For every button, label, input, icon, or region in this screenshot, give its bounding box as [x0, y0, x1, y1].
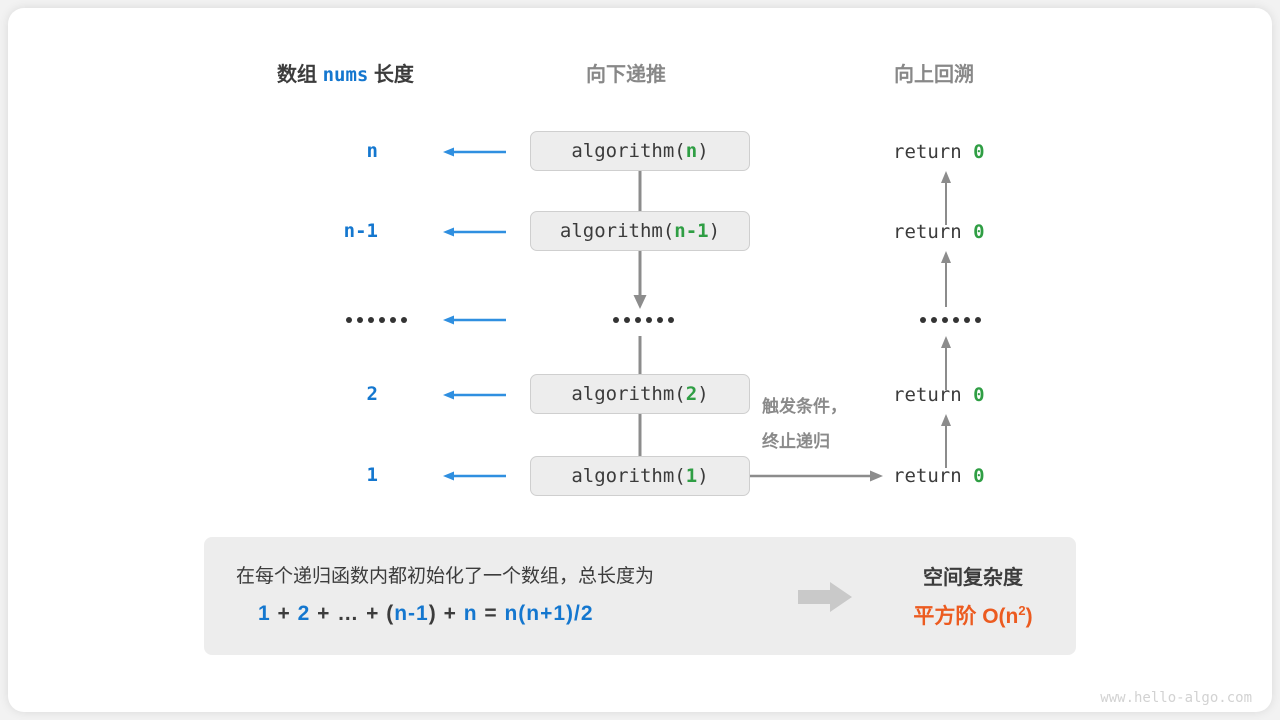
right-block-arrow-icon: [798, 582, 852, 612]
return-keyword: return: [893, 384, 962, 406]
up-arrow-2-to-1: [941, 171, 951, 225]
complexity-title: 空间复杂度: [923, 567, 1023, 589]
formula-paren-open: (: [386, 602, 395, 625]
return-keyword: return: [893, 141, 962, 163]
blue-arrow-row-4: [443, 390, 506, 400]
down-arrow-2-to-dots: [633, 251, 647, 309]
formula-op-2: +: [317, 602, 331, 625]
up-arrow-2call-to-dots: [941, 336, 951, 390]
formula-term-5: n: [463, 602, 478, 625]
formula-result: n(n+1)/2: [504, 602, 594, 625]
ellipsis-left: [346, 317, 407, 323]
big-o-suffix: ): [1025, 605, 1033, 628]
return-value: 0: [973, 221, 985, 243]
ellipsis-right: [920, 317, 981, 323]
blue-arrow-row-2: [443, 227, 506, 237]
return-value: 0: [973, 384, 985, 406]
call-box-suffix: ): [708, 220, 721, 242]
header-array-nums: nums: [322, 64, 369, 86]
formula-ellipsis: …: [337, 602, 360, 625]
return-value: 0: [973, 465, 985, 487]
call-box-suffix: ): [697, 140, 709, 162]
trigger-note-line-2: 终止递归: [762, 432, 830, 451]
call-box-arg: 1: [685, 465, 698, 487]
size-label-row-2: n-1: [343, 220, 378, 242]
call-box-row-2[interactable]: algorithm(n-1): [530, 211, 750, 251]
call-box-prefix: algorithm(: [571, 140, 686, 162]
up-arrow-1call-to-2: [941, 414, 951, 468]
blue-arrow-row-5: [443, 471, 506, 481]
header-array-suffix: 长度: [373, 64, 414, 86]
complexity-value: 平方阶 O(n2): [878, 600, 1068, 630]
complexity-label: 平方阶: [913, 605, 977, 628]
return-keyword: return: [893, 465, 962, 487]
up-arrow-dots-to-2: [941, 251, 951, 307]
formula-op-3: +: [366, 602, 380, 625]
big-o-exponent: 2: [1018, 603, 1026, 618]
big-o-prefix: O(n: [982, 605, 1019, 628]
return-keyword: return: [893, 221, 962, 243]
return-label-row-5: return 0: [893, 465, 985, 487]
return-label-row-4: return 0: [893, 384, 985, 406]
size-label-row-5: 1: [366, 464, 378, 486]
formula-term-4: n-1: [394, 602, 429, 625]
header-downward-recursion: 向下递推: [586, 64, 666, 86]
formula-equals: =: [484, 602, 498, 625]
watermark: www.hello-algo.com: [1100, 690, 1252, 706]
call-box-row-4[interactable]: algorithm(2): [530, 374, 750, 414]
header-upward-backtrack: 向上回溯: [894, 64, 974, 86]
call-box-prefix: algorithm(: [571, 383, 686, 405]
size-label-row-4: 2: [366, 383, 378, 405]
trigger-note-line-1: 触发条件，: [762, 397, 847, 416]
header-array-prefix: 数组: [277, 64, 317, 86]
size-label-row-1: n: [366, 140, 378, 162]
call-box-arg: n: [685, 140, 698, 162]
summary-description: 在每个递归函数内都初始化了一个数组，总长度为: [236, 566, 655, 587]
return-value: 0: [973, 141, 985, 163]
ellipsis-middle: [613, 317, 674, 323]
formula-op-4: +: [443, 602, 457, 625]
call-box-suffix: ): [697, 465, 709, 487]
return-label-row-2: return 0: [893, 221, 985, 243]
formula-term-1: 1: [258, 602, 271, 625]
call-box-row-1[interactable]: algorithm(n): [530, 131, 750, 171]
call-box-arg: n-1: [674, 220, 709, 242]
call-box-row-5[interactable]: algorithm(1): [530, 456, 750, 496]
formula-op-1: +: [277, 602, 291, 625]
complexity-big-o: O(n2): [982, 603, 1033, 628]
call-box-prefix: algorithm(: [559, 220, 675, 242]
blue-arrow-row-dots: [443, 315, 506, 325]
summary-panel: [204, 537, 1076, 655]
return-label-row-1: return 0: [893, 141, 985, 163]
formula-term-2: 2: [297, 602, 311, 625]
call-box-arg: 2: [685, 383, 698, 405]
blue-arrow-row-1: [443, 147, 506, 157]
terminate-arrow: [750, 470, 883, 482]
call-box-suffix: ): [697, 383, 709, 405]
formula-paren-close: ): [428, 602, 437, 625]
summary-formula: 1 + 2 + … + (n-1) + n = n(n+1)/2: [258, 602, 594, 626]
call-box-prefix: algorithm(: [571, 465, 686, 487]
header-array-length: 数组 nums 长度: [277, 58, 414, 87]
